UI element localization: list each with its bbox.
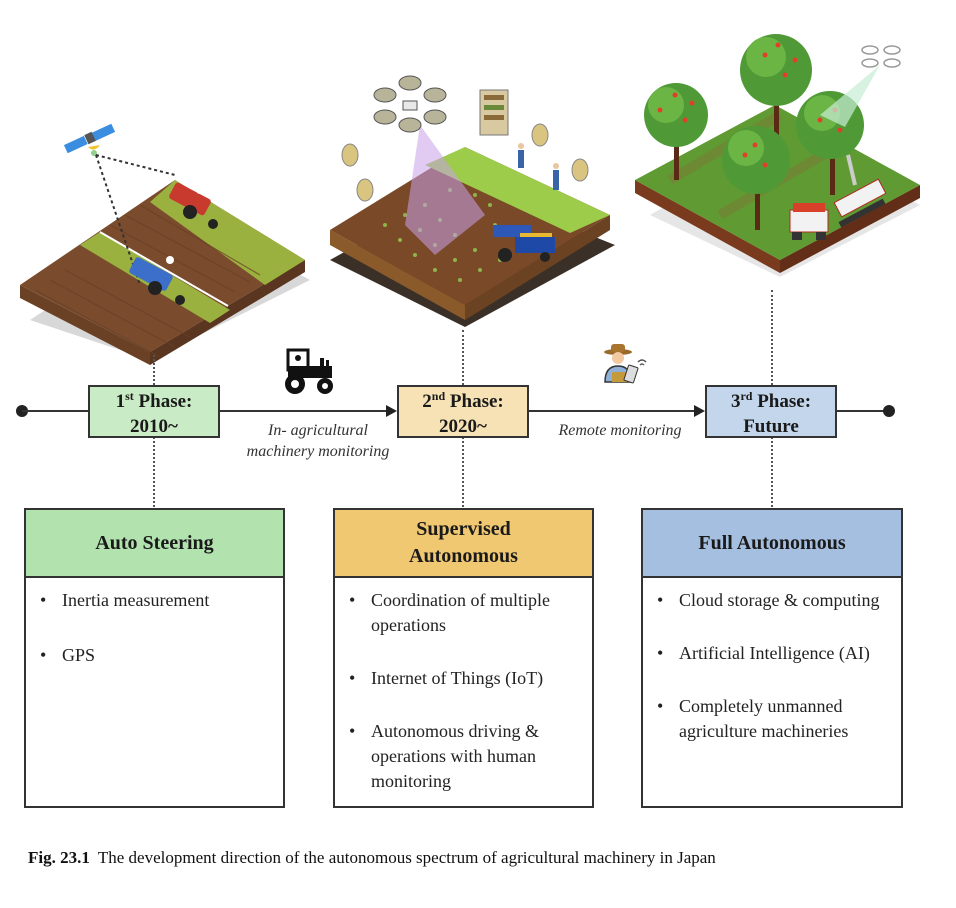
list-item: Autonomous driving & operations with hum…: [349, 719, 584, 794]
fruit-tree-icon: [722, 126, 790, 230]
timeline-line-2-3: [528, 410, 696, 412]
card-2-title-line2: Autonomous: [409, 545, 518, 567]
supervised-illustration: [330, 75, 615, 327]
field-side: [20, 285, 150, 365]
timeline-end-dot: [883, 405, 895, 417]
connector-dots-2-top: [462, 330, 464, 385]
card-3-title: Full Autonomous: [698, 531, 846, 554]
connector-label-2: Remote monitoring: [540, 420, 700, 441]
connector-dots-3-bottom: [771, 437, 773, 507]
orchard-illustration: [635, 34, 920, 277]
card-2-list: Coordination of multiple operations Inte…: [335, 578, 592, 794]
field-side-right: [780, 185, 920, 273]
connector-dots-1-bottom: [153, 437, 155, 507]
connector-dots-3-top: [771, 290, 773, 385]
list-item: Artificial Intelligence (AI): [657, 641, 893, 666]
arrowhead-icon: [694, 405, 705, 417]
auto-steering-illustration: [20, 123, 310, 365]
sensor-signs: [341, 123, 589, 202]
list-item: Internet of Things (IoT): [349, 666, 584, 691]
red-tractor-icon: [169, 182, 218, 229]
phase-1-period: 2010~: [130, 416, 178, 437]
drone-scan-beam: [820, 65, 880, 127]
timeline-line-start: [22, 410, 88, 412]
connector-label-1-line2: machinery monitoring: [246, 443, 390, 460]
phase-box-3: 3rd Phase: Future: [705, 385, 837, 438]
timeline-line-1-2: [218, 410, 388, 412]
list-item: Coordination of multiple operations: [349, 588, 584, 638]
field-side: [330, 230, 465, 320]
arrowhead-icon: [386, 405, 397, 417]
field-side: [635, 180, 780, 273]
card-1-list: Inertia measurement GPS: [26, 578, 283, 668]
phase-1-title: 1st Phase:: [115, 389, 193, 412]
field-side-right: [465, 215, 610, 320]
field-side-right: [150, 260, 305, 365]
card-1-header: Auto Steering: [26, 510, 283, 578]
robot-arm-icon: [833, 154, 887, 228]
phase-3-period: Future: [743, 416, 799, 437]
card-2-header: Supervised Autonomous: [335, 510, 592, 578]
phase-2-title: 2nd Phase:: [422, 389, 504, 412]
phase-3-title: 3rd Phase:: [730, 389, 812, 412]
harvest-robot-icon: [789, 203, 829, 240]
monitoring-screen-icon: [479, 89, 509, 136]
harvester-icon: [493, 225, 555, 262]
fence: [99, 231, 229, 307]
card-auto-steering: Auto Steering Inertia measurement GPS: [24, 508, 285, 808]
phase-box-2: 2nd Phase: 2020~: [397, 385, 529, 438]
satellite-icon: [63, 123, 116, 156]
card-3-header: Full Autonomous: [643, 510, 901, 578]
connector-label-2-line1: Remote monitoring: [558, 422, 682, 439]
caption-text: The development direction of the autonom…: [97, 848, 716, 867]
connector-label-1: In- agricultural machinery monitoring: [238, 420, 398, 462]
list-item: Cloud storage & computing: [657, 588, 893, 613]
connector-dots-1-top: [153, 355, 155, 385]
card-supervised-autonomous: Supervised Autonomous Coordination of mu…: [333, 508, 594, 808]
caption-label: Fig. 23.1: [28, 848, 90, 867]
list-item: Completely unmanned agriculture machiner…: [657, 694, 893, 744]
blue-tractor-icon: [129, 256, 185, 305]
tractor-icon: [285, 348, 333, 394]
card-2-title-line1: Supervised: [416, 518, 511, 540]
list-item: GPS: [40, 643, 275, 668]
list-item: Inertia measurement: [40, 588, 275, 613]
field-grass: [425, 147, 610, 233]
figure-caption: Fig. 23.1 The development direction of th…: [28, 847, 928, 869]
connector-label-1-line1: In- agricultural: [268, 422, 368, 439]
farm-workers-icon: [518, 143, 559, 190]
card-full-autonomous: Full Autonomous Cloud storage & computin…: [641, 508, 903, 808]
phase-box-1: 1st Phase: 2010~: [88, 385, 220, 438]
drone-icon: [373, 75, 447, 133]
card-1-title: Auto Steering: [95, 531, 214, 554]
farmer-tablet-icon: [604, 344, 647, 384]
apples: [657, 42, 843, 168]
card-3-list: Cloud storage & computing Artificial Int…: [643, 578, 901, 744]
phase-2-period: 2020~: [439, 416, 487, 437]
connector-dots-2-bottom: [462, 437, 464, 507]
drone-icon: [861, 45, 901, 68]
gps-signal-lines: [95, 154, 176, 286]
sensor-beam: [405, 125, 485, 255]
timeline-line-end: [836, 410, 888, 412]
